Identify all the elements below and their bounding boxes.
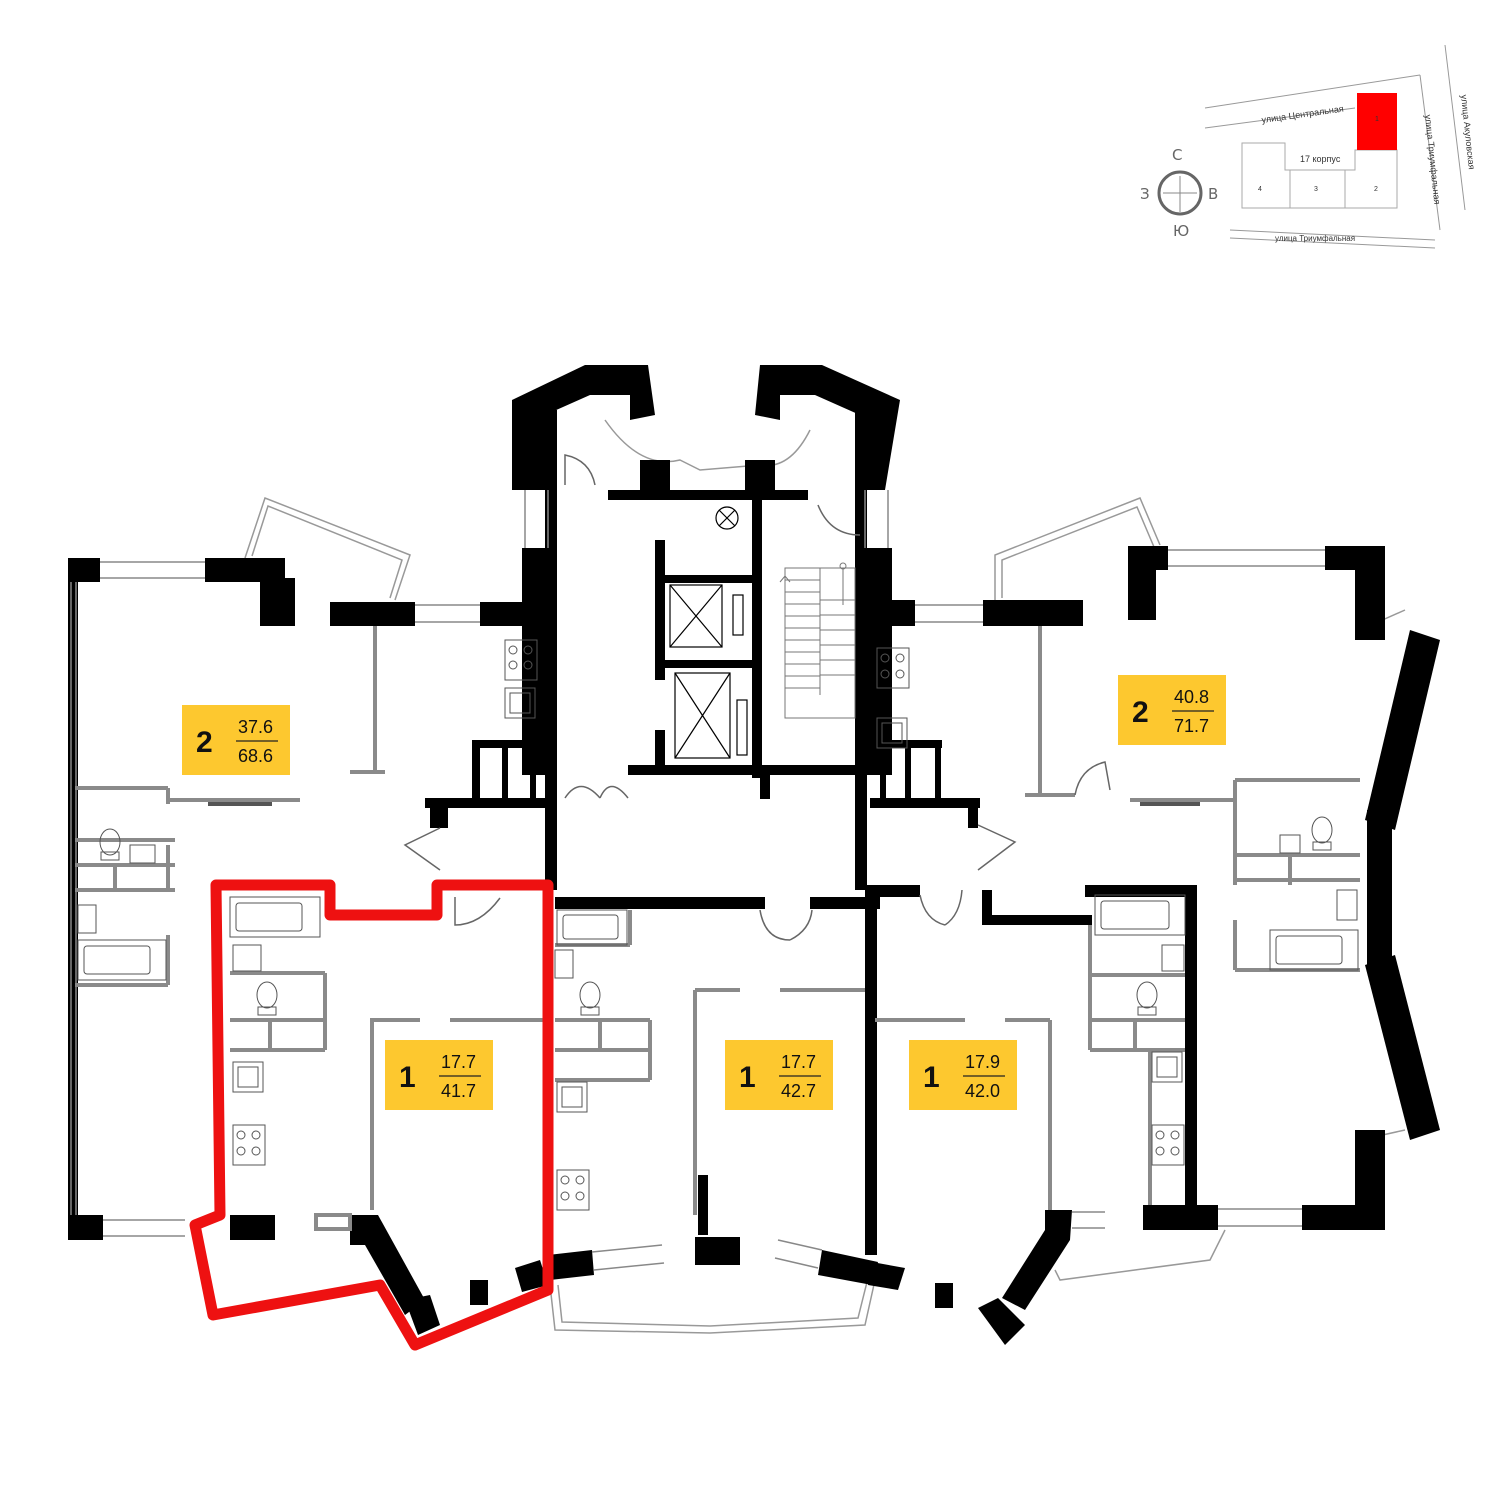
compass-west: З [1140, 185, 1150, 203]
partitions [75, 626, 1360, 1231]
toilet-icon [1136, 981, 1158, 1016]
bathtub-icon [1094, 894, 1186, 936]
living-area: 17.7 [781, 1052, 816, 1072]
living-area: 17.7 [441, 1052, 476, 1072]
street-east-outer: улица Акуловская [1459, 94, 1477, 170]
toilet-icon [99, 828, 121, 861]
sink-icon [129, 844, 156, 864]
apartment-label[interactable]: 2 37.6 68.6 [182, 705, 290, 775]
stove-icon [1151, 1124, 1185, 1166]
sink-icon [876, 717, 908, 749]
room-count: 2 [196, 726, 213, 759]
sink-icon [1151, 1051, 1183, 1083]
sink-icon [554, 949, 574, 979]
compass-north: С [1172, 146, 1182, 164]
apartment-label[interactable]: 1 17.9 42.0 [909, 1040, 1017, 1110]
sink-icon [232, 944, 262, 972]
interior-walls [425, 410, 1197, 1255]
toilet-icon [256, 981, 278, 1016]
sink-icon [1161, 944, 1185, 972]
bathtub-icon [77, 939, 167, 981]
fixtures [77, 639, 1359, 1211]
selected-apartment-outline[interactable] [189, 879, 554, 1351]
total-area: 68.6 [238, 746, 273, 766]
stove-icon [232, 1124, 266, 1166]
street-north: улица Центральная [1261, 104, 1345, 125]
street-east-inner: улица Триумфальная [1423, 114, 1442, 205]
sink-icon [77, 904, 97, 934]
toilet-icon [579, 981, 601, 1016]
apartment-label[interactable]: 1 17.7 42.7 [725, 1040, 833, 1110]
apartment-label-bg [385, 1040, 493, 1110]
section-label: 3 [1314, 186, 1318, 193]
total-area: 42.7 [781, 1081, 816, 1101]
sink-icon [1336, 889, 1358, 921]
toilet-icon [1311, 816, 1333, 851]
stove-icon [876, 647, 910, 689]
building-label: 17 корпус [1300, 154, 1341, 164]
section-label: 2 [1374, 186, 1378, 193]
compass-south: Ю [1173, 222, 1189, 240]
room-count: 1 [399, 1061, 416, 1094]
windows [70, 490, 1325, 1271]
total-area: 41.7 [441, 1081, 476, 1101]
total-area: 71.7 [1174, 716, 1209, 736]
room-count: 1 [923, 1061, 940, 1094]
apartment-label[interactable]: 1 17.7 41.7 [385, 1040, 493, 1110]
section-label: 4 [1258, 186, 1262, 193]
apartment-label-bg [909, 1040, 1017, 1110]
stairs [779, 562, 856, 719]
stove-icon [556, 1169, 590, 1211]
sink-icon [556, 1081, 588, 1113]
section-label: 1 [1375, 116, 1379, 123]
lift-core [669, 506, 748, 759]
compass-east: В [1208, 185, 1218, 203]
living-area: 37.6 [238, 717, 273, 737]
balconies [244, 419, 1406, 1334]
sink-icon [1279, 834, 1301, 854]
stove-icon [504, 639, 538, 681]
apartment-label-bg [1118, 675, 1226, 745]
room-count: 2 [1132, 696, 1149, 729]
bathtub-icon [556, 909, 628, 946]
highlighted-section [1357, 93, 1397, 150]
street-south: улица Триумфальная [1275, 234, 1355, 243]
apartment-label-bg [725, 1040, 833, 1110]
living-area: 17.9 [965, 1052, 1000, 1072]
site-plan: улица Центральная улица Триумфальная ули… [1204, 44, 1477, 249]
living-area: 40.8 [1174, 687, 1209, 707]
total-area: 42.0 [965, 1081, 1000, 1101]
doors [403, 454, 1111, 941]
sink-icon [504, 687, 536, 719]
sink-icon [232, 1061, 264, 1093]
room-count: 1 [739, 1061, 756, 1094]
apartment-labels: 2 37.6 68.6 2 40.8 71.7 1 17.7 41.7 1 17.7 42.7 1 17.… [182, 675, 1226, 1110]
compass: С Ю З В [1140, 146, 1218, 240]
bathtub-icon [1269, 929, 1359, 971]
bathtub-icon [229, 896, 321, 938]
apartment-label-bg [182, 705, 290, 775]
apartment-label[interactable]: 2 40.8 71.7 [1118, 675, 1226, 745]
